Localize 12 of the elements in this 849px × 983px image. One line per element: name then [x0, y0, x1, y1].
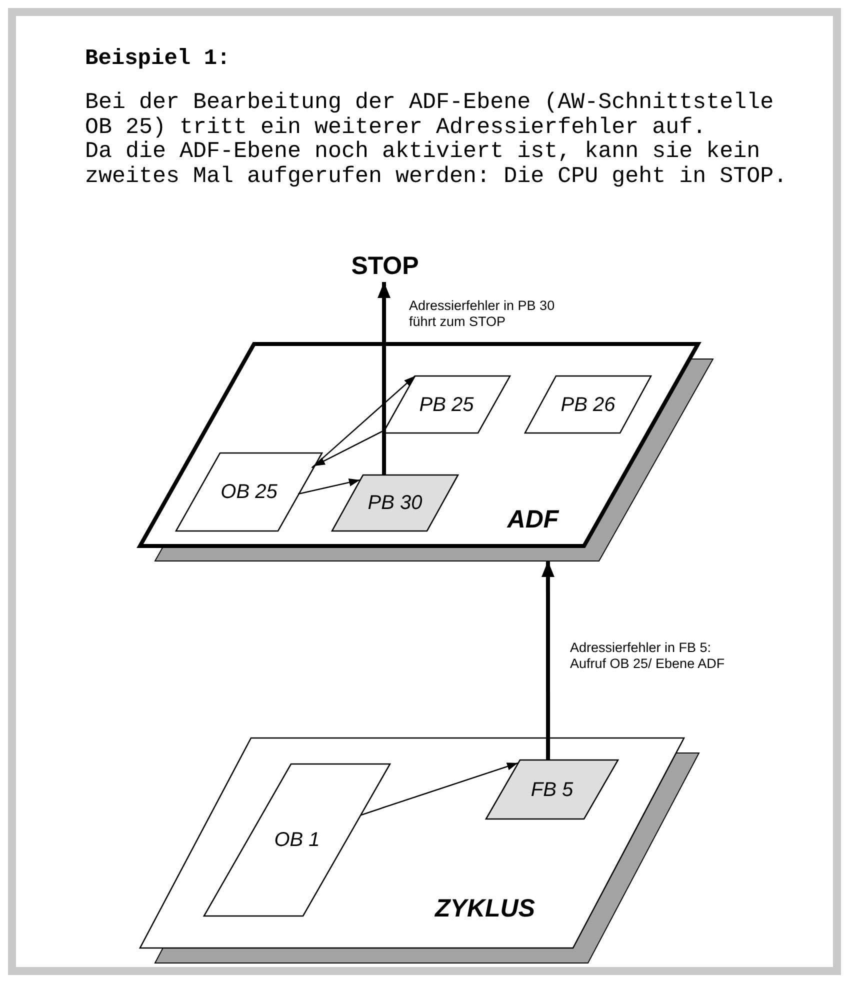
block-label: ZYKLUS: [435, 895, 535, 923]
block-label: OB 1: [274, 829, 320, 851]
layer-plane: [140, 738, 699, 963]
description-text: Bei der Bearbeitung der ADF-Ebene (AW-Schnittstelle OB 25) tritt ein weiterer Adressierfehler auf.: [85, 90, 775, 139]
heading: Beispiel 1:: [85, 46, 230, 72]
block-label: FB 5: [530, 778, 574, 800]
status-label: STOP: [350, 250, 420, 282]
description-text: Da die ADF-Ebene noch aktiviert ist, kann sie kein zweites Mal aufgerufen werden: Die CPU geht in STOP.: [85, 139, 788, 188]
program-block: [204, 764, 390, 916]
arrow: [541, 561, 554, 760]
arrow: [360, 762, 518, 816]
program-block: [486, 760, 618, 819]
